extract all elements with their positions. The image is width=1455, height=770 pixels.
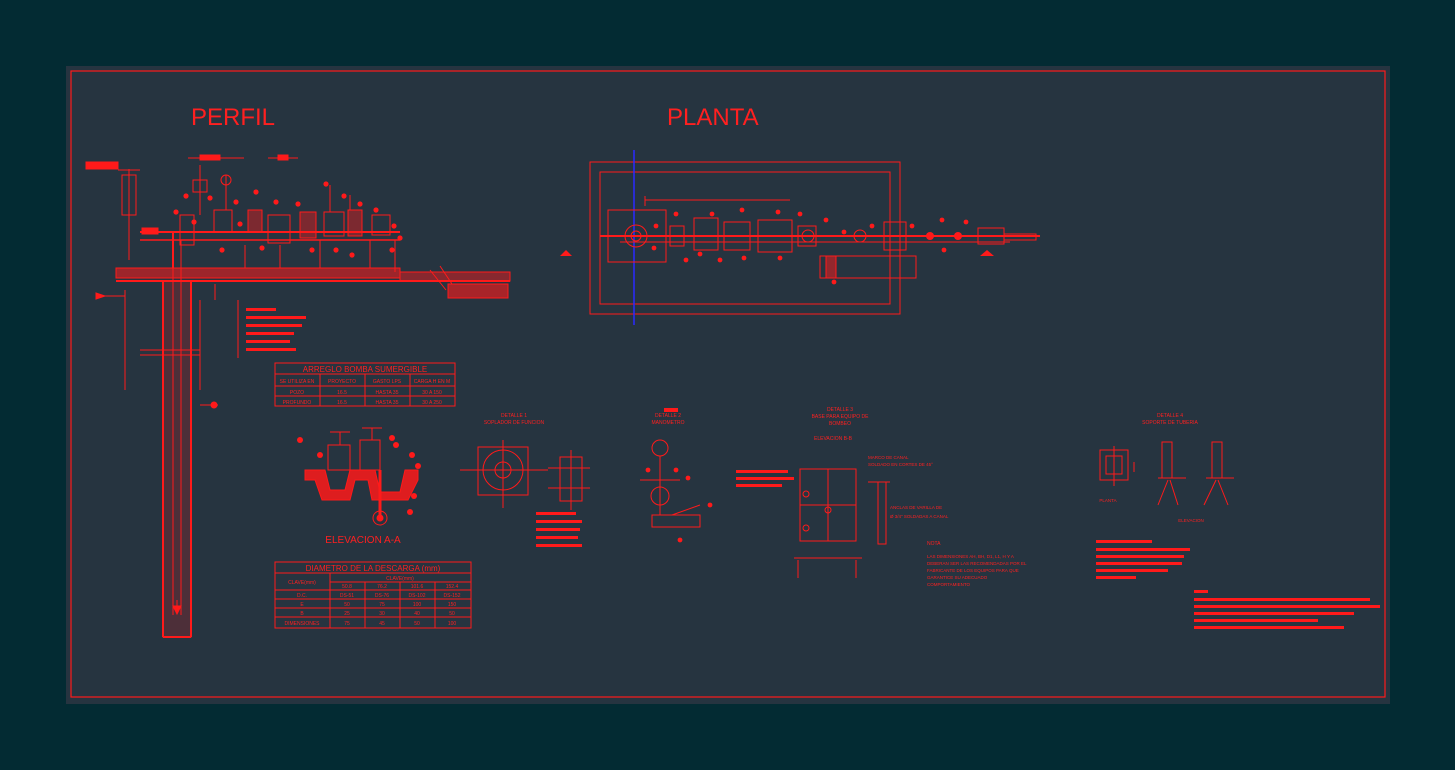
- detalle-3-note: Ø 3/4" SOLDADAS A CANAL: [890, 514, 949, 519]
- detalle-1-drawing: [460, 440, 590, 547]
- perfil-drawing: [85, 154, 511, 638]
- diametro-cell: E: [300, 602, 304, 608]
- nota-line: DEBERAN SER LAS RECOMENDADAS POR EL: [927, 561, 1027, 566]
- detalle-2-subtitle: MANOMETRO: [651, 420, 684, 426]
- nota-line: LAS DIMENSIONES AH, BH, D1, L1, H Y A: [927, 554, 1014, 559]
- elevacion-aa-label: ELEVACION A-A: [325, 535, 401, 546]
- diametro-cell: B: [300, 611, 304, 617]
- detalle-3-subtitle: BASE PARA EQUIPO DE: [812, 414, 870, 420]
- diametro-corner: CLAVE(mm): [288, 580, 316, 586]
- diametro-cell: DS-51: [340, 593, 354, 599]
- arreglo-header: SE UTILIZA EN: [280, 379, 315, 385]
- elevacion-aa-drawing: [297, 427, 421, 526]
- diametro-cell: D.C.: [297, 593, 307, 599]
- diametro-cell: 75: [344, 621, 350, 627]
- diametro-cell: 50: [414, 621, 420, 627]
- detalle-1-title: DETALLE 1: [501, 413, 527, 419]
- diametro-title: DIAMETRO DE LA DESCARGA (mm): [306, 564, 441, 573]
- arreglo-cell: PROFUNDO: [283, 400, 312, 406]
- detalle-4-title: DETALLE 4: [1157, 413, 1183, 419]
- diametro-cell: DS-102: [409, 593, 426, 599]
- diametro-cell: 45: [379, 621, 385, 627]
- detalle-3-note: ANCLAS DE VARILLA DE: [890, 505, 942, 510]
- detalle-3-drawing: [736, 468, 890, 578]
- diametro-header: 50.8: [342, 584, 352, 590]
- detalle-2-drawing: [640, 408, 713, 543]
- diametro-cell: 100: [413, 602, 422, 608]
- diametro-subheader: CLAVE(mm): [386, 576, 414, 582]
- diametro-cell: 25: [344, 611, 350, 617]
- detalle-3-section: ELEVACION B-B: [814, 436, 853, 442]
- arreglo-cell: 16.5: [337, 400, 347, 406]
- arreglo-header: CARGA H EN M: [414, 379, 450, 385]
- arreglo-cell: 30 A 250: [422, 400, 442, 406]
- table-diametro-descarga: DIAMETRO DE LA DESCARGA (mm) CLAVE(mm) C…: [274, 561, 472, 629]
- diametro-cell: 150: [448, 602, 457, 608]
- table-arreglo-bomba: ARREGLO BOMBA SUMERGIBLE SE UTILIZA EN P…: [274, 362, 456, 407]
- diametro-cell: DS-76: [375, 593, 389, 599]
- diametro-cell: 50: [449, 611, 455, 617]
- arreglo-cell: 30 A 150: [422, 390, 442, 396]
- nota-title: NOTA: [927, 541, 941, 547]
- detalle-4-subtitle: SOPORTE DE TUBERIA: [1142, 420, 1198, 426]
- diametro-header: 101.6: [411, 584, 424, 590]
- diametro-header: 76.2: [377, 584, 387, 590]
- diametro-cell: DIMENSIONES: [284, 621, 320, 627]
- title-planta: PLANTA: [667, 104, 759, 131]
- title-perfil: PERFIL: [191, 104, 275, 131]
- detalle-2-title: DETALLE 2: [655, 413, 681, 419]
- detalle-3-note: MARCO DE CANAL: [868, 455, 909, 460]
- detalle-3-subtitle: BOMBEO: [829, 421, 851, 427]
- arreglo-header: PROYECTO: [328, 379, 356, 385]
- detalle-4-elevacion-label: ELEVACION: [1178, 518, 1203, 523]
- arreglo-title: ARREGLO BOMBA SUMERGIBLE: [303, 365, 427, 374]
- nota-line: COMPORTAMIENTO: [927, 582, 971, 587]
- nota-line: FABRICANTE DE LOS EQUIPOS PARA QUE: [927, 568, 1019, 573]
- diametro-cell: 40: [414, 611, 420, 617]
- diametro-header: 152.4: [446, 584, 459, 590]
- detalle-4-drawing: [1096, 441, 1380, 629]
- sheet-border: [70, 70, 1386, 698]
- diametro-cell: 100: [448, 621, 457, 627]
- arreglo-cell: POZO: [290, 390, 304, 396]
- detalle-3-title: DETALLE 3: [827, 407, 853, 413]
- arreglo-cell: HASTA 35: [376, 390, 399, 396]
- arreglo-cell: 16.5: [337, 390, 347, 396]
- detalle-4-planta-label: PLANTA: [1099, 498, 1116, 503]
- planta-drawing: [560, 150, 1040, 325]
- detalle-1-subtitle: SOPLADOR DE FUNCION: [484, 420, 545, 426]
- nota-line: GARANTICE SU ADECUADO: [927, 575, 988, 580]
- detalle-3-note: SOLDADO EN CORTES DE 45°: [868, 462, 933, 467]
- diametro-cell: 50: [344, 602, 350, 608]
- diametro-cell: DS-152: [444, 593, 461, 599]
- diametro-cell: 30: [379, 611, 385, 617]
- arreglo-cell: HASTA 35: [376, 400, 399, 406]
- arreglo-header: GASTO LPS: [373, 379, 402, 385]
- diametro-cell: 75: [379, 602, 385, 608]
